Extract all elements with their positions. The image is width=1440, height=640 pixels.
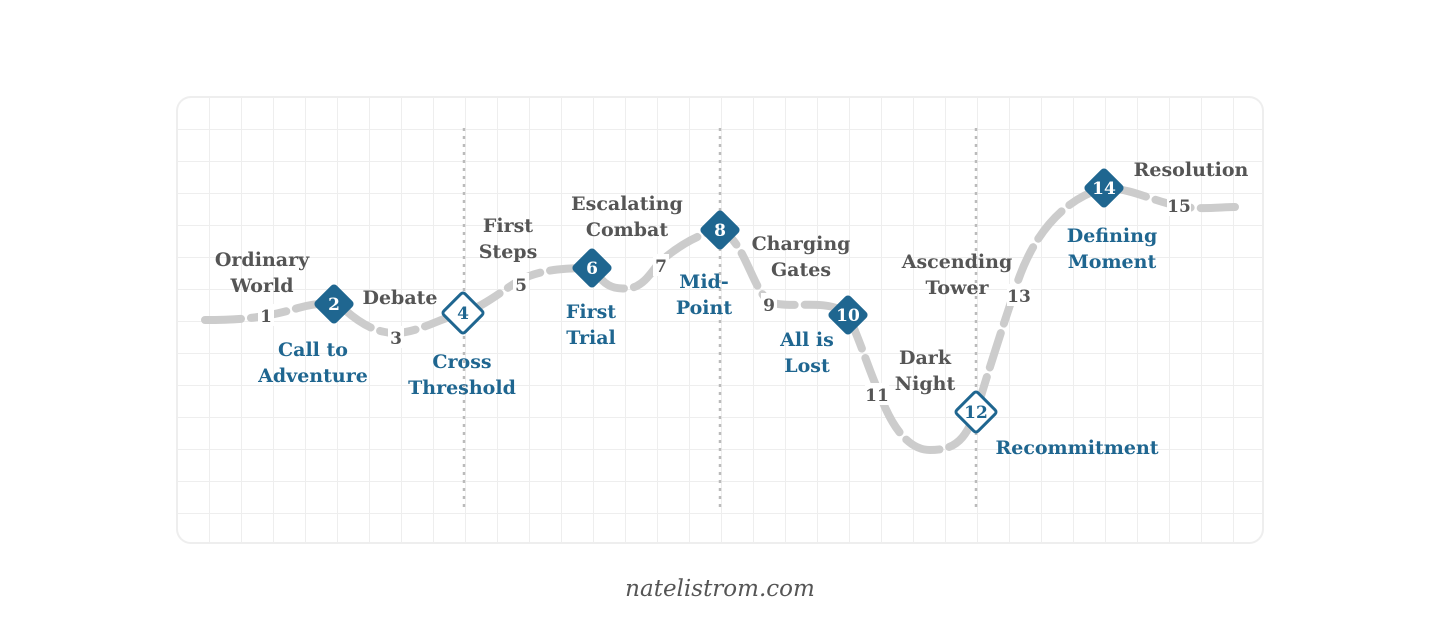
beat-8-label: Mid-Point — [676, 271, 732, 319]
beat-6-number: 6 — [586, 259, 598, 279]
beat-1-number: 1 — [260, 307, 272, 327]
footer-credit: natelistrom.com — [625, 576, 815, 602]
beat-9-number: 9 — [763, 296, 775, 316]
beat-15-label: Resolution — [1134, 159, 1249, 181]
beat-4-diamond-marker — [441, 291, 485, 335]
beat-12-diamond-marker — [954, 390, 998, 434]
beat-4-number: 4 — [457, 304, 469, 324]
beat-12-number: 12 — [964, 403, 988, 423]
beat-1-number-background — [258, 304, 274, 326]
beat-5-number-background — [513, 273, 529, 295]
beat-15: 15 Resolution — [1134, 159, 1249, 217]
beat-6-diamond-marker — [572, 248, 612, 288]
beat-15-number-background — [1167, 194, 1191, 216]
beat-3: 3 Debate — [362, 287, 437, 349]
beat-2-diamond-marker — [314, 284, 354, 324]
beat-8-diamond-marker — [700, 210, 740, 250]
beat-14-diamond-marker — [1084, 168, 1124, 208]
beat-8-number: 8 — [714, 221, 726, 241]
beat-11-number-background — [865, 383, 889, 405]
beat-3-number: 3 — [390, 329, 402, 349]
beat-5-number: 5 — [515, 276, 527, 296]
beat-11-number: 11 — [865, 386, 889, 406]
beat-10-diamond-marker — [828, 295, 868, 335]
beat-10-number: 10 — [836, 306, 860, 326]
beat-3-number-background — [388, 326, 404, 348]
beat-3-label: Debate — [362, 287, 437, 309]
beat-13-number-background — [1007, 284, 1031, 306]
beat-7-number-background — [653, 254, 669, 276]
beat-15-number: 15 — [1167, 197, 1191, 217]
beat-12-label: Recommitment — [995, 437, 1158, 459]
beat-13-number: 13 — [1007, 287, 1031, 307]
beat-9-number-background — [761, 293, 777, 315]
beat-14-number: 14 — [1092, 179, 1116, 199]
beat-7-number: 7 — [655, 257, 667, 277]
beat-2-number: 2 — [328, 295, 340, 315]
